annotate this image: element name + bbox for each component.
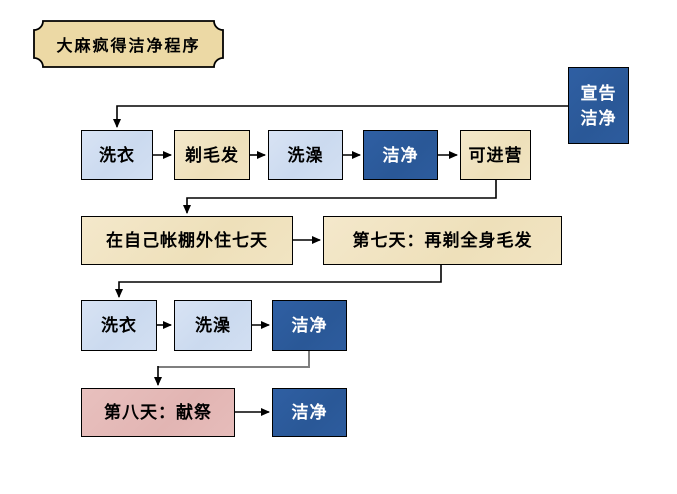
connector-clean-to-day8-gray (158, 351, 310, 368)
node-declare-clean: 宣告 洁净 (568, 67, 629, 144)
node-row1-enter-camp: 可进营 (460, 130, 531, 180)
plaque-shape (33, 20, 224, 68)
node-row3-bathe: 洗澡 (174, 300, 252, 351)
node-row1-bathe: 洗澡 (268, 130, 343, 180)
node-row3-clean: 洁净 (272, 300, 347, 351)
node-row2-day7-shave-all: 第七天：再剃全身毛发 (323, 216, 562, 265)
node-row1-shave-hair: 剃毛发 (174, 130, 250, 180)
node-row2-stay-outside-tent: 在自己帐棚外住七天 (81, 216, 293, 265)
connector-camp-to-tent (183, 180, 497, 214)
connector-declare-to-row1 (113, 105, 568, 128)
diagram-title: 大麻疯得洁净程序 (56, 38, 201, 55)
node-row4-clean: 洁净 (272, 388, 347, 437)
node-row1-clean: 洁净 (363, 130, 438, 180)
node-row1-wash-clothes: 洗衣 (81, 130, 153, 180)
diagram-title-plaque: 大麻疯得洁净程序 (33, 20, 224, 68)
node-row4-day8-offering: 第八天：献祭 (81, 388, 235, 437)
node-row3-wash-clothes: 洗衣 (81, 300, 157, 351)
connector-day7-to-row3 (115, 265, 442, 298)
